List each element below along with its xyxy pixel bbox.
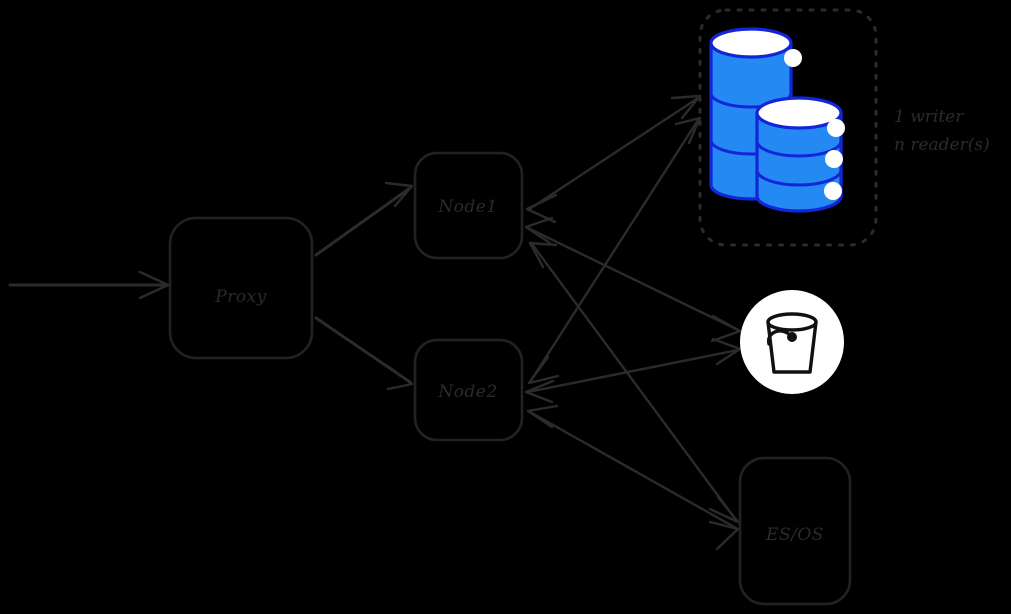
- object-store-node[interactable]: [740, 290, 844, 394]
- edge-node1-bucket: [524, 216, 742, 343]
- search-node[interactable]: ES/OS: [738, 456, 852, 606]
- database-annotation-line2: n reader(s): [894, 135, 990, 155]
- node2-node[interactable]: Node2: [413, 338, 524, 442]
- edge-node1-search: [528, 241, 740, 524]
- proxy-node-label: Proxy: [214, 287, 267, 307]
- proxy-node[interactable]: Proxy: [168, 216, 314, 360]
- edge-proxy-to-node1: [314, 181, 414, 257]
- edge-proxy-to-node2: [314, 316, 414, 391]
- database-cylinder-front: [755, 96, 845, 213]
- database-group-container: [698, 8, 878, 247]
- search-node-label: ES/OS: [765, 525, 824, 545]
- node1-node[interactable]: Node1: [413, 151, 524, 260]
- node1-node-label: Node1: [437, 197, 497, 217]
- edge-node2-search: [526, 404, 740, 551]
- edge-node2-bucket: [524, 337, 742, 404]
- edge-external-to-proxy: [8, 270, 170, 300]
- edge-node2-database: [527, 116, 702, 385]
- database-annotation-line1: 1 writer: [894, 107, 964, 127]
- bucket-icon: [766, 312, 818, 374]
- node2-node-label: Node2: [437, 382, 497, 402]
